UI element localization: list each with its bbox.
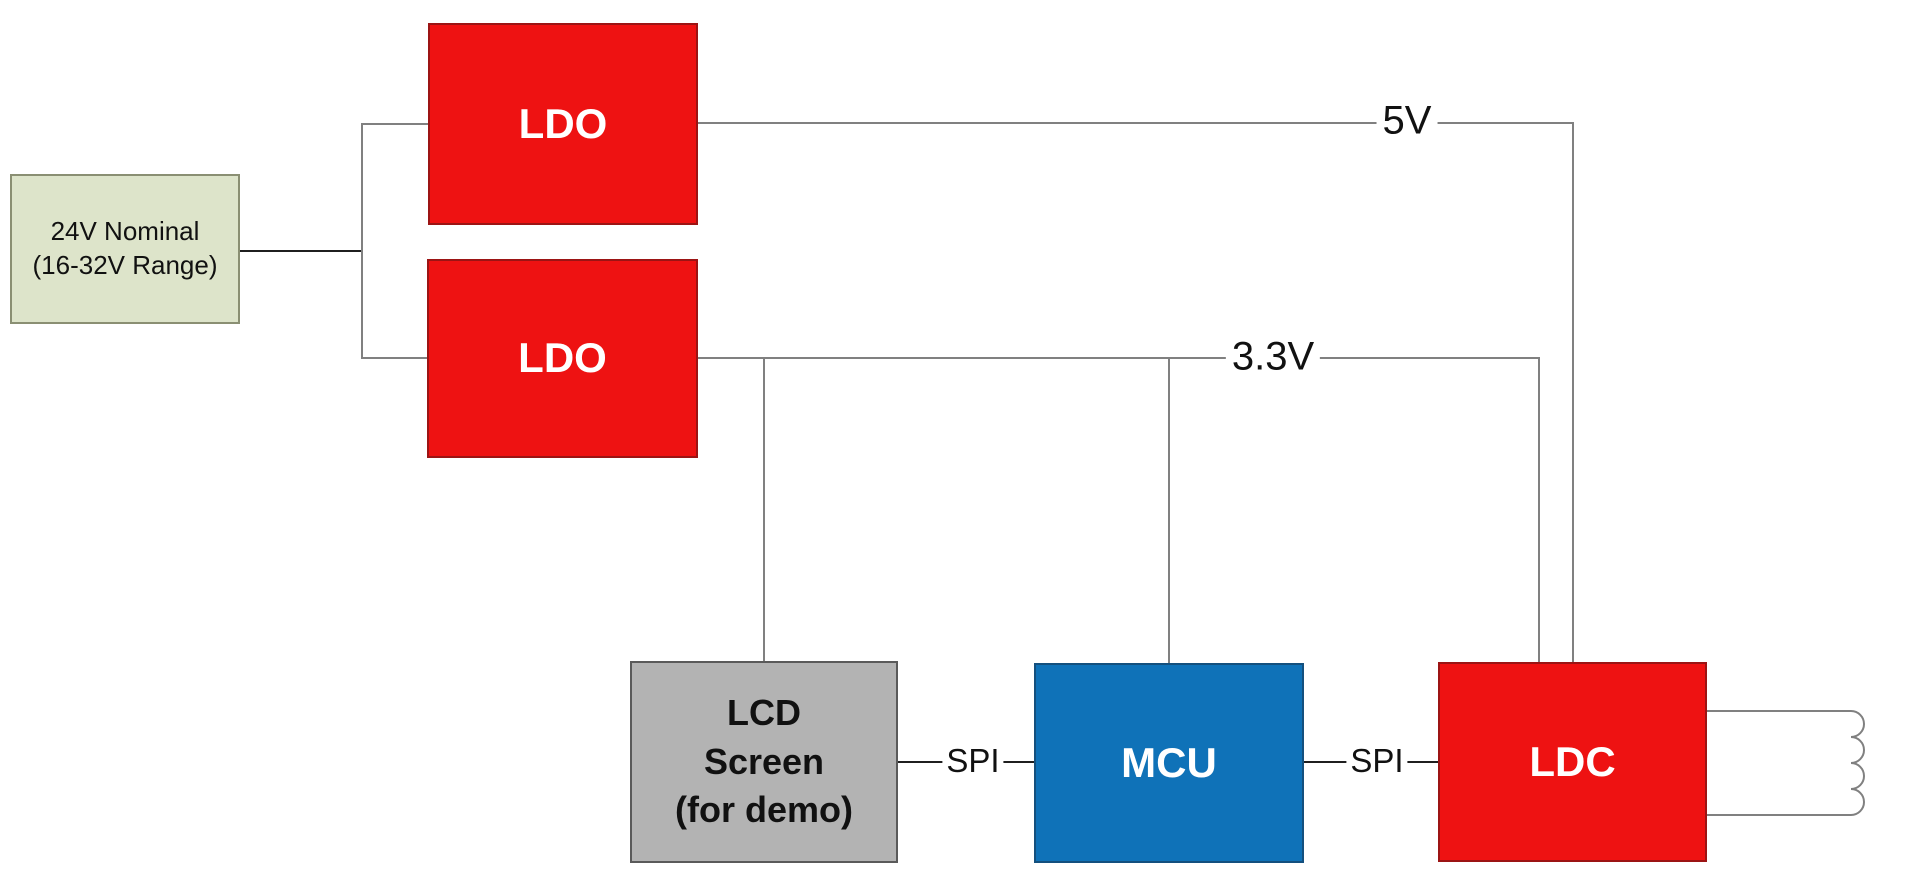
mcu-block: MCU [1034,663,1304,863]
ldo-block-3v3: LDO [427,259,698,458]
ldo-block-5v: LDO [428,23,698,225]
net-label-spi-mcu-ldc: SPI [1346,742,1408,781]
wire-ldo-branch [361,123,428,359]
lcd-screen-block: LCD Screen (for demo) [630,661,898,863]
wire-3v3-rail [698,357,1540,662]
inductor-coil-icon [1707,710,1865,816]
net-label-3v3: 3.3V [1225,334,1321,380]
source-block-24v: 24V Nominal (16-32V Range) [10,174,240,324]
wire-5v-rail [698,122,1574,662]
net-label-spi-lcd-mcu: SPI [942,742,1004,781]
ldc-block: LDC [1438,662,1707,862]
net-label-5v: 5V [1376,98,1438,144]
